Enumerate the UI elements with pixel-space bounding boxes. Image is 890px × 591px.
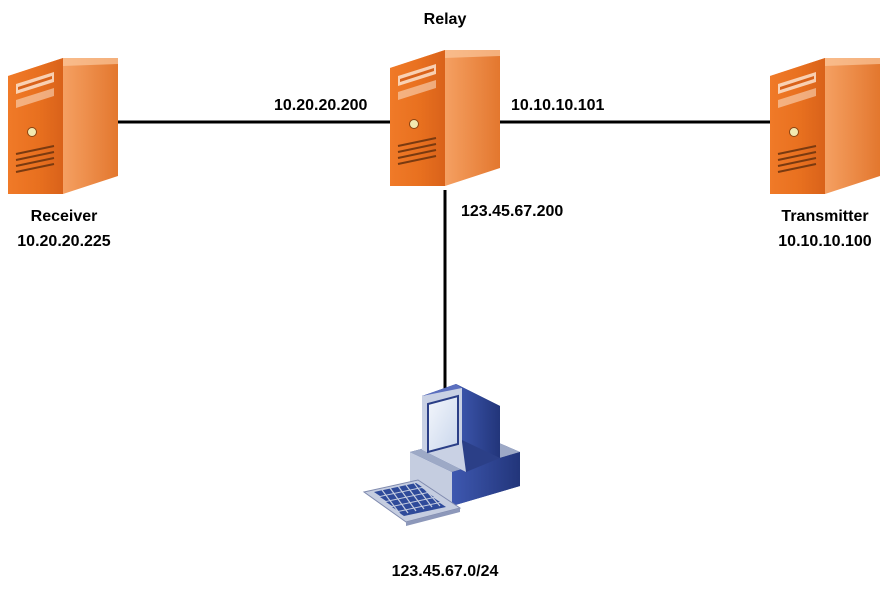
transmitter-name-label: Transmitter xyxy=(781,208,868,225)
receiver-name-label: Receiver xyxy=(31,208,98,225)
relay-server-icon xyxy=(389,49,501,187)
receiver-server-icon xyxy=(7,57,119,195)
transmitter-address-label: 10.10.10.100 xyxy=(778,233,872,250)
relay-receiver-interface-label: 10.20.20.200 xyxy=(274,97,368,114)
relay-transmitter-interface-label: 10.10.10.101 xyxy=(511,97,605,114)
transmitter-server-icon xyxy=(769,57,881,195)
receiver-address-label: 10.20.20.225 xyxy=(17,233,111,250)
relay-name-label: Relay xyxy=(424,11,467,28)
client-network-label: 123.45.67.0/24 xyxy=(392,563,499,580)
relay-client-interface-label: 123.45.67.200 xyxy=(461,203,563,220)
workstation-icon xyxy=(362,384,520,526)
